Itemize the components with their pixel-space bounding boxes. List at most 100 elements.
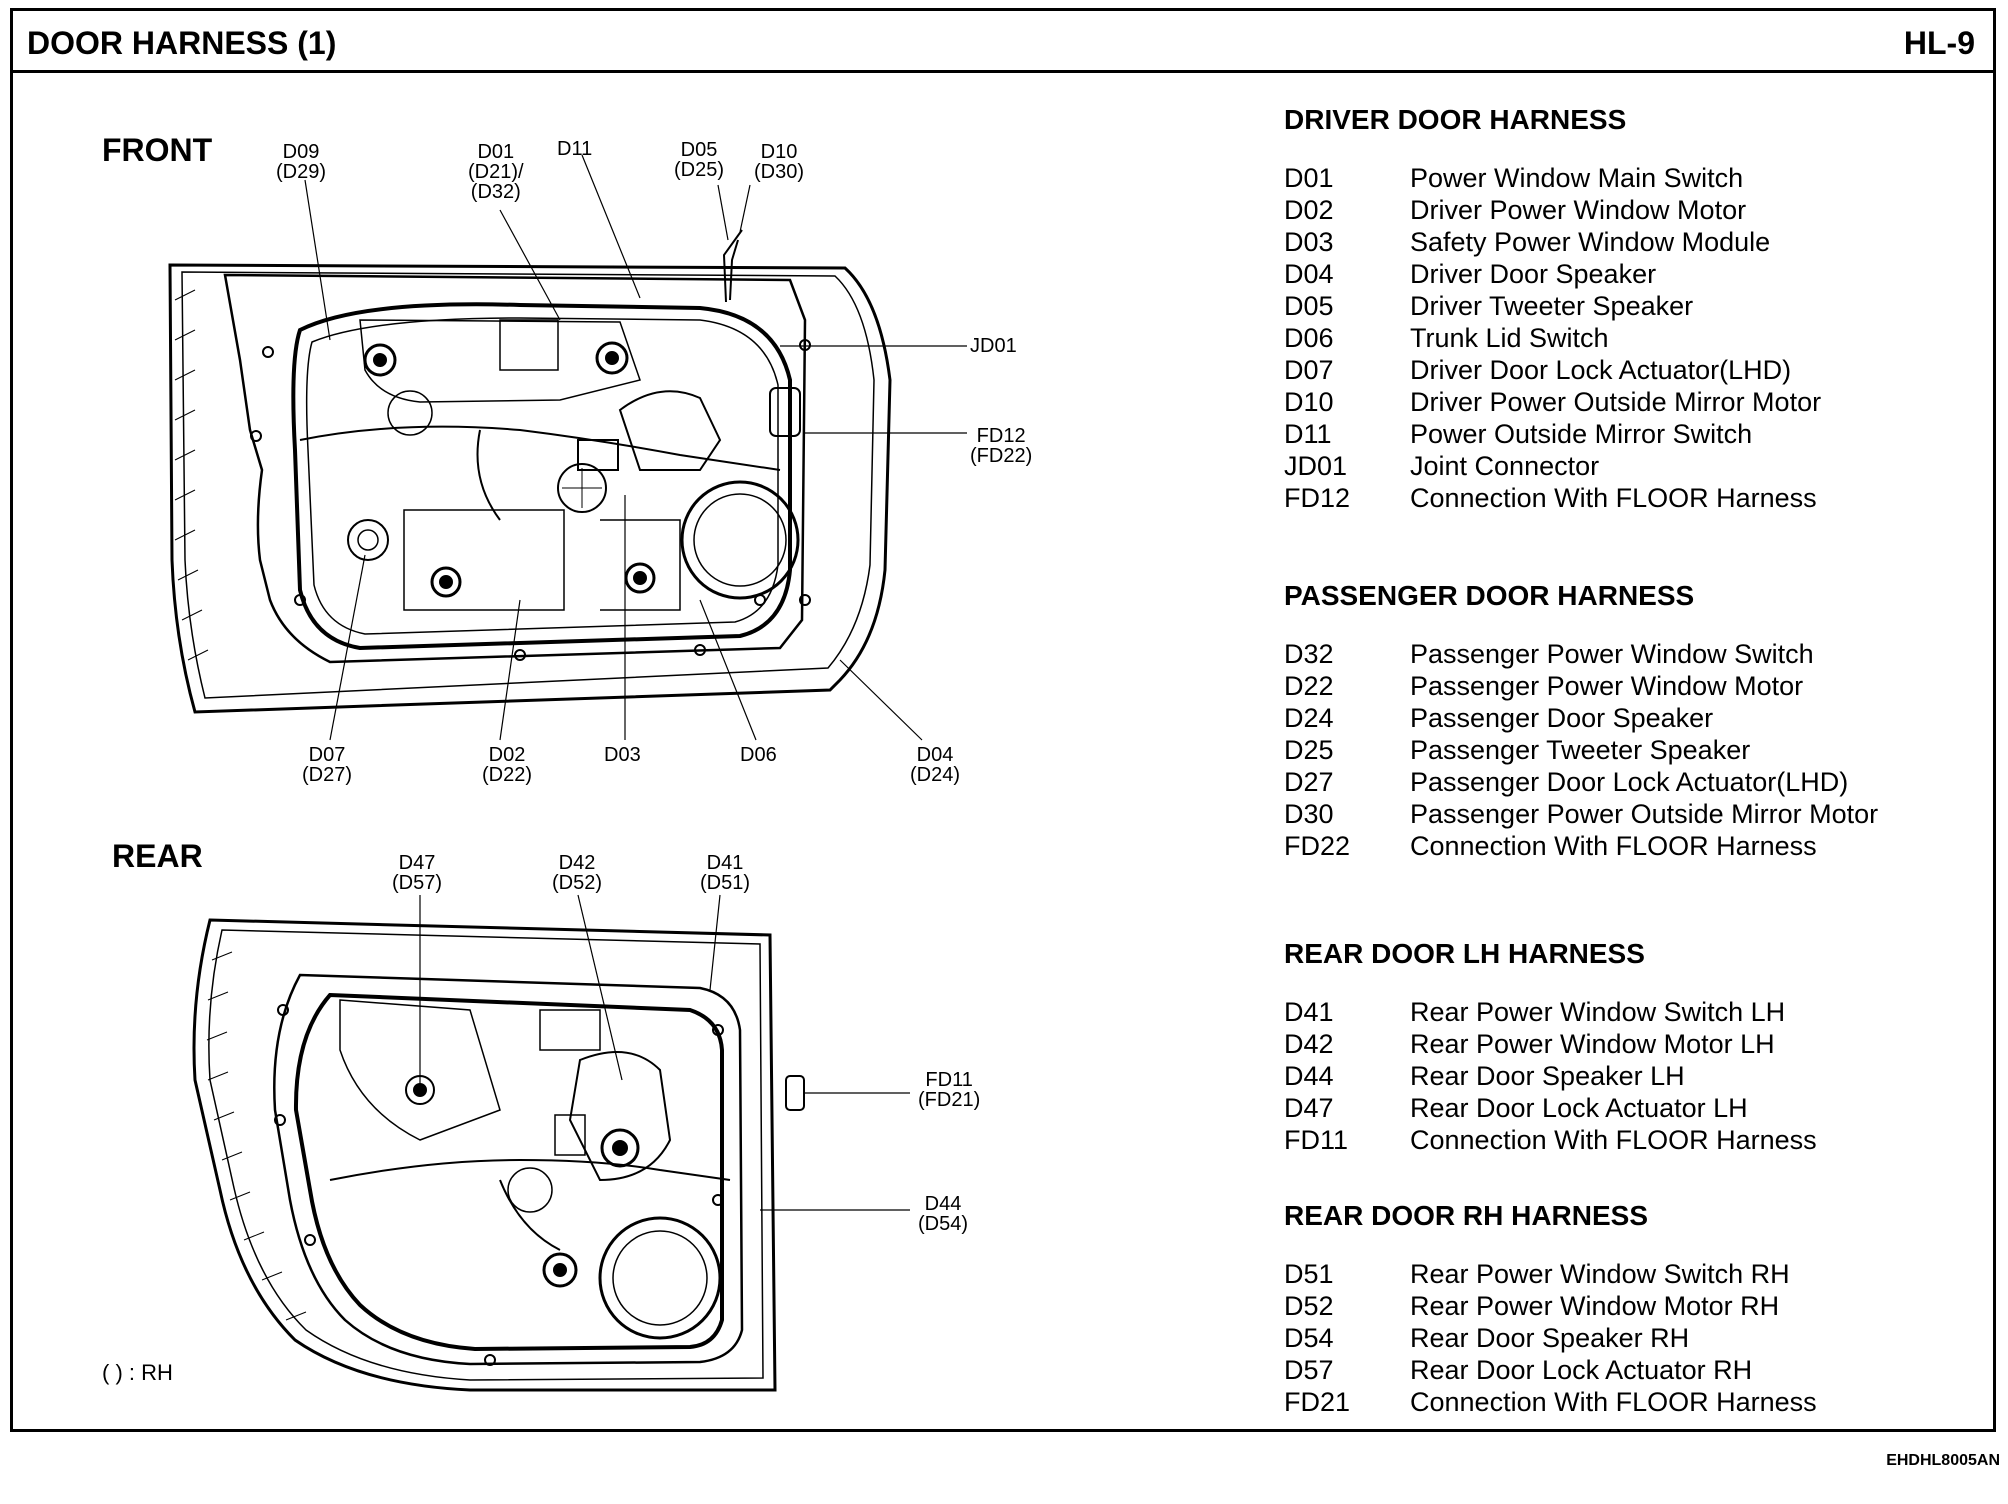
callout-d01: D01 (D21)/ (D32) [468, 141, 524, 203]
legend-code: D44 [1284, 1061, 1334, 1091]
legend-desc: Rear Power Window Motor RH [1410, 1291, 1780, 1321]
legend-code: D07 [1284, 355, 1334, 385]
callout-d11: D11 [557, 138, 593, 160]
legend-row: D05 Driver Tweeter Speaker [1284, 290, 1821, 322]
callout-d04: D04 (D24) [910, 744, 961, 786]
page-title: DOOR HARNESS (1) [27, 25, 337, 61]
legend-desc: Rear Door Lock Actuator RH [1410, 1355, 1753, 1385]
legend-code: D05 [1284, 291, 1334, 321]
legend-desc: Power Window Main Switch [1410, 163, 1744, 193]
page-header: DOOR HARNESS (1) HL-9 [13, 11, 1993, 73]
legend-desc: Rear Door Speaker RH [1410, 1323, 1690, 1353]
legend-code: D57 [1284, 1355, 1334, 1385]
callout-d42: D42 (D52) [552, 852, 603, 894]
legend-desc: Driver Tweeter Speaker [1410, 291, 1694, 321]
callout-d05: D05 (D25) [674, 139, 725, 181]
footer-code: EHDHL8005AN [1886, 1452, 2000, 1469]
legend-desc: Rear Power Window Motor LH [1410, 1029, 1775, 1059]
legend-code: D32 [1284, 639, 1334, 669]
legend-code: FD21 [1284, 1387, 1351, 1417]
legend-code: D11 [1284, 419, 1332, 449]
legend-row: FD22 Connection With FLOOR Harness [1284, 830, 1878, 862]
legend-code: D24 [1284, 703, 1334, 733]
callout-fd12: FD12 (FD22) [970, 425, 1033, 467]
page-number: HL-9 [1903, 25, 1975, 61]
legend-row: D27 Passenger Door Lock Actuator(LHD) [1284, 766, 1878, 798]
callout-d10: D10 (D30) [754, 141, 805, 183]
legend-code: D10 [1284, 387, 1334, 417]
legend-row: D42 Rear Power Window Motor LH [1284, 1028, 1817, 1060]
legend-desc: Trunk Lid Switch [1410, 323, 1609, 353]
rh-note: ( ) : RH [102, 1360, 173, 1385]
legend-code: D04 [1284, 259, 1334, 289]
legend-code: JD01 [1284, 451, 1348, 481]
legend-desc: Driver Door Speaker [1410, 259, 1657, 289]
legend-code: D02 [1284, 195, 1334, 225]
legend-code: FD11 [1284, 1125, 1349, 1155]
legend-desc: Safety Power Window Module [1410, 227, 1771, 257]
front-view-label: FRONT [102, 132, 213, 168]
legend-code: D25 [1284, 735, 1334, 765]
legend-desc: Driver Power Window Motor [1410, 195, 1747, 225]
legend-desc: Power Outside Mirror Switch [1410, 419, 1753, 449]
legend-heading: REAR DOOR LH HARNESS [1284, 938, 1645, 969]
rear-door-drawing [192, 918, 805, 1392]
legend-row: D03 Safety Power Window Module [1284, 226, 1821, 258]
legend-desc: Joint Connector [1410, 451, 1600, 481]
legend-row: D57 Rear Door Lock Actuator RH [1284, 1354, 1817, 1386]
legend-desc: Connection With FLOOR Harness [1410, 483, 1817, 513]
legend-row: D11 Power Outside Mirror Switch [1284, 418, 1821, 450]
callout-d09: D09 (D29) [276, 141, 327, 183]
callout-d07: D07 (D27) [302, 744, 353, 786]
legend-row: D44 Rear Door Speaker LH [1284, 1060, 1817, 1092]
legend-desc: Passenger Power Window Switch [1410, 639, 1814, 669]
legend-desc: Rear Door Speaker LH [1410, 1061, 1685, 1091]
legend-row: D01 Power Window Main Switch [1284, 162, 1821, 194]
legend-desc: Passenger Power Outside Mirror Motor [1410, 799, 1879, 829]
legend-desc: Passenger Door Lock Actuator(LHD) [1410, 767, 1849, 797]
legend-row: D24 Passenger Door Speaker [1284, 702, 1878, 734]
legend-code: D42 [1284, 1029, 1334, 1059]
callout-fd11: FD11 (FD21) [918, 1069, 981, 1111]
front-door-drawing [168, 229, 892, 714]
legend-row: D32 Passenger Power Window Switch [1284, 638, 1878, 670]
legend-code: D41 [1284, 997, 1334, 1027]
legend-desc: Connection With FLOOR Harness [1410, 831, 1817, 861]
legend-row: D10 Driver Power Outside Mirror Motor [1284, 386, 1821, 418]
legend-code: D51 [1284, 1259, 1334, 1289]
legend-heading: REAR DOOR RH HARNESS [1284, 1200, 1649, 1231]
legend-row: D02 Driver Power Window Motor [1284, 194, 1821, 226]
rear-view-label: REAR [112, 838, 203, 874]
callout-d03: D03 [604, 744, 641, 766]
legend-code: D22 [1284, 671, 1334, 701]
legend-desc: Driver Power Outside Mirror Motor [1410, 387, 1822, 417]
legend-code: D06 [1284, 323, 1334, 353]
legend-code: D27 [1284, 767, 1334, 797]
legend-code: D01 [1284, 163, 1334, 193]
legend-code: FD22 [1284, 831, 1351, 861]
callout-d06: D06 [740, 744, 777, 766]
legend-row: JD01 Joint Connector [1284, 450, 1821, 482]
legend-code: D54 [1284, 1323, 1334, 1353]
legend-desc: Passenger Door Speaker [1410, 703, 1714, 733]
callout-jd01: JD01 [970, 335, 1017, 357]
legend-row: D22 Passenger Power Window Motor [1284, 670, 1878, 702]
legend-desc: Passenger Power Window Motor [1410, 671, 1804, 701]
legend-row: D51 Rear Power Window Switch RH [1284, 1258, 1817, 1290]
page-frame: DOOR HARNESS (1) HL-9 [10, 8, 1996, 1432]
legend-code: D03 [1284, 227, 1334, 257]
legend-row: D06 Trunk Lid Switch [1284, 322, 1821, 354]
legend-desc: Rear Power Window Switch RH [1410, 1259, 1790, 1289]
callout-d02: D02 (D22) [482, 744, 533, 786]
